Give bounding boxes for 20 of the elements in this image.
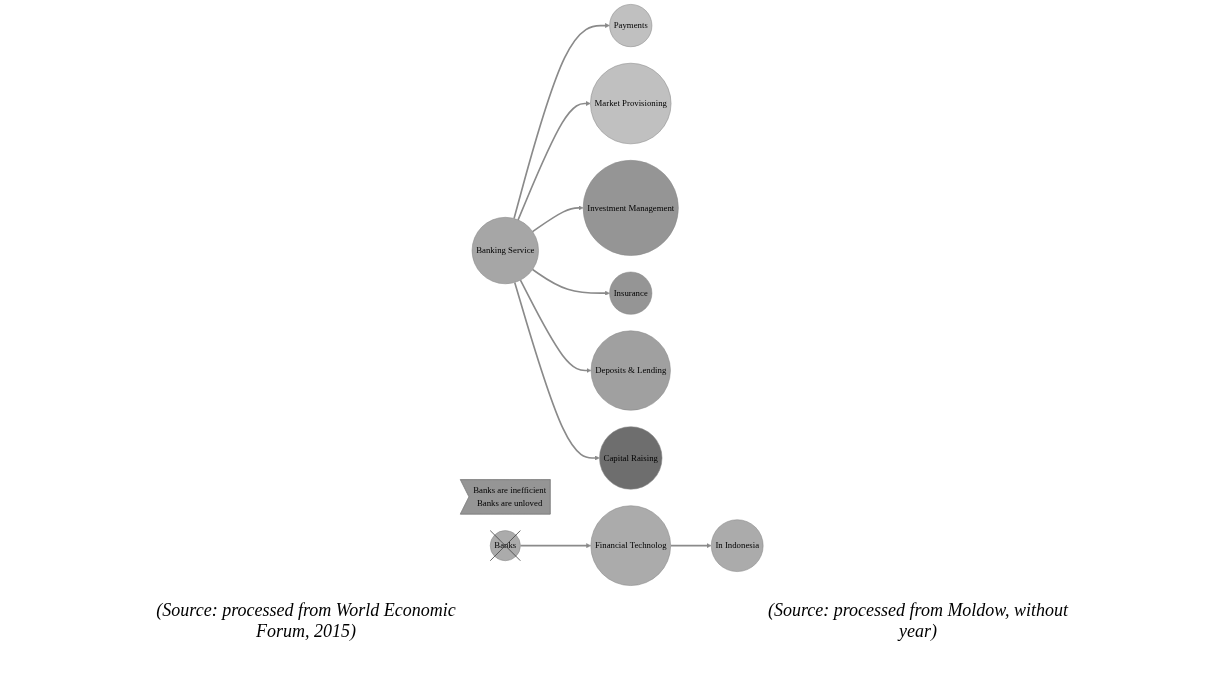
node-circle: Deposits & Lending	[591, 330, 671, 411]
node-circle: Payments	[609, 4, 653, 48]
node-circle: In Indonesia	[711, 519, 764, 572]
node-circle: Financial Technolog	[590, 505, 672, 586]
source-note: (Source: processed from World Economic Forum, 2015)	[155, 600, 457, 642]
arrow	[517, 101, 591, 221]
arrow	[670, 543, 712, 549]
node-label: Banks	[494, 540, 517, 551]
arrow	[519, 543, 592, 549]
node-circle: Capital Raising	[599, 426, 663, 490]
arrow	[514, 281, 600, 461]
node-circle: Market Provisioning	[590, 62, 672, 145]
source-note: (Source: processed from Moldow, without year)	[766, 600, 1070, 642]
arrow	[532, 205, 584, 233]
arrow	[532, 268, 611, 296]
node-circle: Banking Service	[472, 217, 540, 285]
node-circle: Insurance	[609, 271, 653, 315]
arrow	[513, 23, 610, 220]
node-circle: Investment Management	[583, 160, 679, 256]
arrow	[519, 279, 592, 373]
